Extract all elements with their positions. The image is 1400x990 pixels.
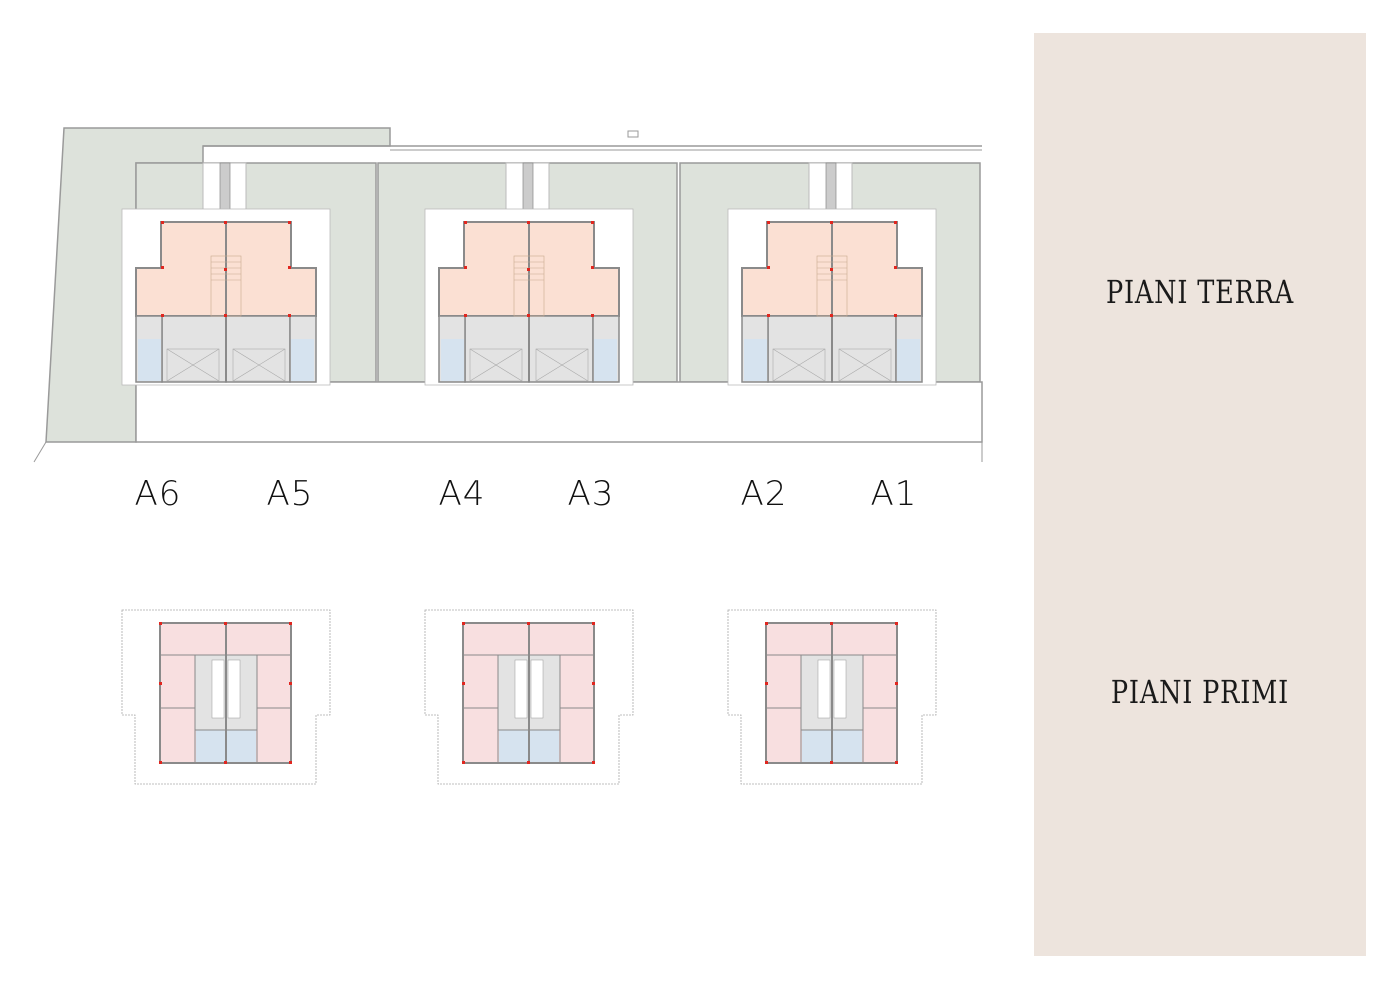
bath-left: [138, 339, 161, 381]
ground-floor-pair: [121, 162, 331, 386]
unit-label-a3: A3: [567, 474, 615, 514]
staircase: [211, 659, 241, 719]
columns: [765, 622, 898, 764]
columns: [161, 221, 291, 317]
unit-label-a2: A2: [740, 474, 788, 514]
columns: [767, 221, 897, 317]
floor-legend-panel: PIANI TERRA PIANI PRIMI: [1034, 33, 1366, 956]
bath-left: [441, 339, 464, 381]
ground-floor-title: PIANI TERRA: [1105, 273, 1295, 311]
columns: [159, 622, 292, 764]
first-floor-title: PIANI PRIMI: [1110, 673, 1290, 711]
bathroom-left: [196, 730, 225, 762]
columns: [462, 622, 595, 764]
first-floor-pair: [424, 609, 634, 785]
columns: [464, 221, 594, 317]
staircase: [817, 659, 847, 719]
ground-floor-pair: [727, 162, 937, 386]
bath-left: [744, 339, 767, 381]
bath-right: [291, 339, 314, 381]
bathroom-left: [499, 730, 528, 762]
access-road: [135, 381, 983, 443]
bathroom-right: [530, 730, 559, 762]
bath-right: [897, 339, 920, 381]
ground-floor-pair: [424, 162, 634, 386]
unit-label-a1: A1: [870, 474, 918, 514]
manhole: [627, 130, 639, 138]
garage-doors: [166, 348, 286, 382]
bathroom-left: [802, 730, 831, 762]
staircase: [514, 659, 544, 719]
first-floor-pair: [121, 609, 331, 785]
unit-label-a6: A6: [134, 474, 182, 514]
unit-label-a5: A5: [266, 474, 314, 514]
site-plan: [33, 127, 983, 785]
unit-label-a4: A4: [438, 474, 486, 514]
bath-right: [594, 339, 617, 381]
bathroom-right: [833, 730, 862, 762]
first-floor-pair: [727, 609, 937, 785]
garage-doors: [469, 348, 589, 382]
garage-doors: [772, 348, 892, 382]
bathroom-right: [227, 730, 256, 762]
